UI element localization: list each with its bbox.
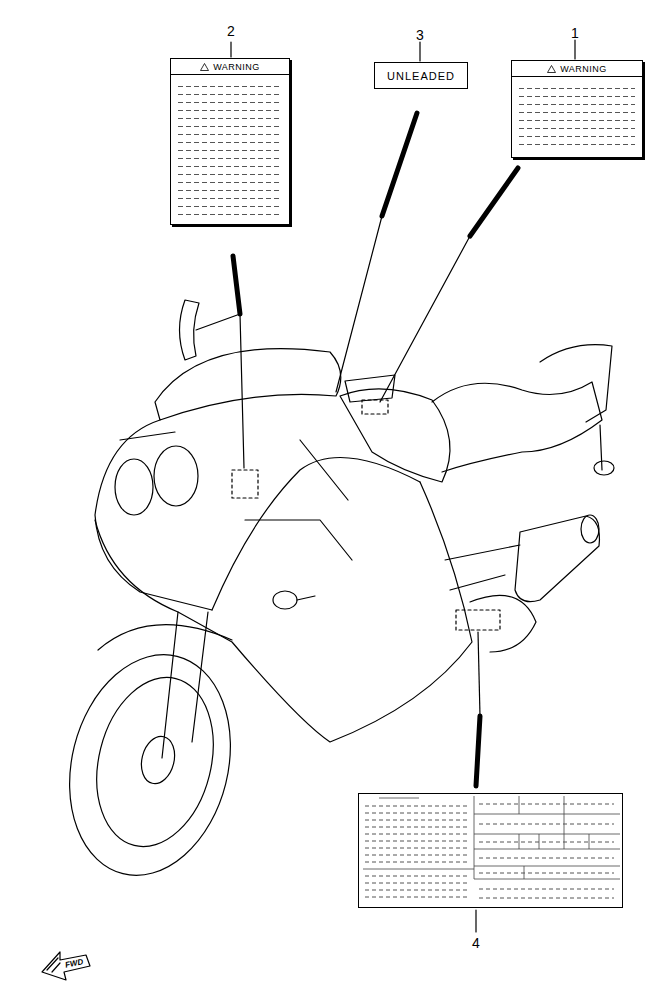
front-tire <box>47 637 253 892</box>
table-rule <box>474 879 620 880</box>
fine-print-line <box>365 848 469 849</box>
callout-number: 1 <box>571 25 579 41</box>
fairing-line <box>120 432 175 440</box>
fine-print-line <box>479 804 614 805</box>
indicator-stem <box>297 596 315 600</box>
front-indicator <box>273 591 297 609</box>
fine-print-line <box>365 855 469 856</box>
fine-print-line <box>365 806 469 807</box>
warning-label: WARNING2 <box>170 58 290 225</box>
headlight <box>154 446 198 506</box>
fine-print-line <box>479 858 614 859</box>
fine-print-line <box>365 820 469 821</box>
table-rule <box>474 814 620 815</box>
lower-fairing <box>95 482 472 742</box>
triangle-outline <box>548 65 556 72</box>
fine-print-line <box>479 873 614 874</box>
leader-line <box>196 314 244 468</box>
leader-line <box>382 113 417 216</box>
warning-heading: WARNING <box>213 62 260 72</box>
warning-label: 3UNLEADED <box>374 62 468 89</box>
warning-label: WARNING1 <box>511 60 643 158</box>
rear-indicator <box>594 461 614 475</box>
forward-arrow <box>42 952 90 980</box>
fine-print-line <box>365 862 469 863</box>
tail-frame <box>600 425 602 470</box>
rear-wheel <box>470 595 536 652</box>
fuel-tank <box>340 389 450 482</box>
triangle-outline <box>201 63 209 70</box>
front-fender <box>98 625 232 650</box>
warning-header: WARNING <box>171 59 289 75</box>
table-rule <box>519 834 520 849</box>
label-text: UNLEADED <box>387 70 455 82</box>
leader-line <box>478 632 480 716</box>
warning-triangle <box>547 65 556 73</box>
table-rule <box>589 834 590 849</box>
seat <box>432 382 602 472</box>
warning-header: WARNING <box>512 61 642 77</box>
handlebar <box>300 440 348 500</box>
callout-number: 2 <box>227 23 235 39</box>
fine-print-line <box>365 834 469 835</box>
fine-print <box>178 81 282 216</box>
table-rule <box>474 834 620 835</box>
fine-print-line <box>365 841 469 842</box>
fine-print <box>365 804 614 898</box>
front-fork <box>162 612 208 758</box>
leader-line <box>336 216 382 392</box>
callout-tick <box>574 40 575 59</box>
fine-print-line <box>365 883 469 884</box>
leader-line <box>380 236 470 402</box>
fine-print <box>519 83 635 149</box>
leader-line <box>470 168 518 236</box>
callout-number: 4 <box>472 935 480 951</box>
table-rule <box>474 866 620 867</box>
leader-line <box>233 256 240 314</box>
warning-triangle <box>200 63 209 71</box>
fine-print-line <box>479 842 614 843</box>
table-rule <box>363 869 474 870</box>
table-lines <box>363 796 620 879</box>
fine-print-line <box>365 827 469 828</box>
label-position <box>232 470 258 498</box>
warning-label: 4 <box>358 793 623 908</box>
callout-tick <box>230 42 231 57</box>
callout-tick <box>475 910 476 932</box>
tail-cowl <box>540 345 612 422</box>
front-rim <box>80 665 230 859</box>
table-rule <box>474 796 475 879</box>
table-rule <box>519 796 520 814</box>
fairing-panel <box>212 458 420 611</box>
table-rule <box>474 849 620 850</box>
muffler <box>515 516 599 602</box>
muffler-end <box>581 515 599 543</box>
table-rule <box>379 798 419 799</box>
fine-print-line <box>365 890 469 891</box>
label-table-art <box>359 794 622 907</box>
warning-heading: WARNING <box>560 64 607 74</box>
label-text-wrap: UNLEADED <box>375 63 467 88</box>
fine-print-line <box>365 897 469 898</box>
fine-print-line <box>365 813 469 814</box>
label-position <box>456 610 500 630</box>
headlight <box>115 459 153 515</box>
callout-tick <box>419 42 420 61</box>
callout-number: 3 <box>416 27 424 43</box>
windscreen <box>155 349 341 420</box>
arrow-hatch <box>47 958 60 972</box>
upper-fairing <box>95 420 212 610</box>
front-hub <box>137 733 180 787</box>
fine-print-line <box>479 898 614 899</box>
fairing-vent <box>245 520 352 560</box>
label-position <box>362 400 388 414</box>
leader-line <box>476 716 480 786</box>
fine-print-line <box>479 824 614 825</box>
fine-print-line <box>479 889 614 890</box>
engine-line <box>445 545 520 590</box>
fine-print-line <box>365 876 469 877</box>
